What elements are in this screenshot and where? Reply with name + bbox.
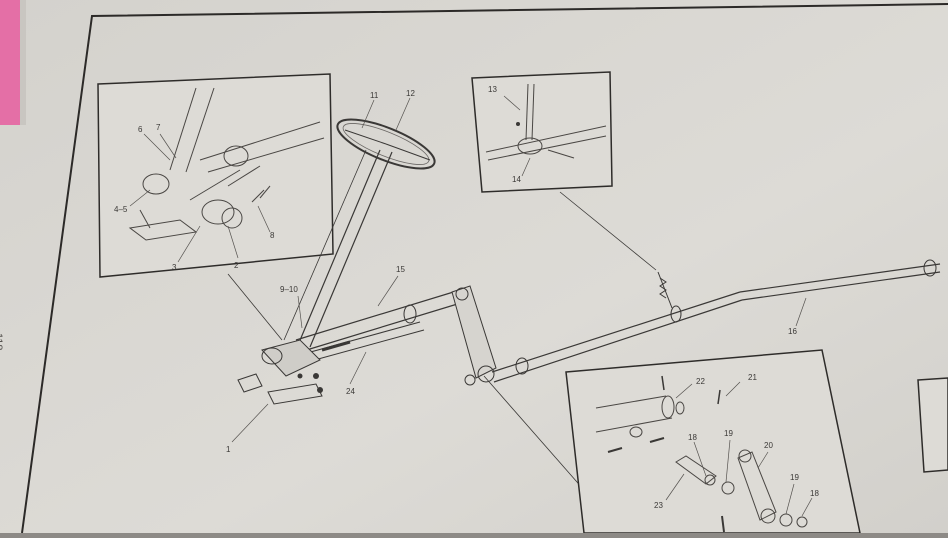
inset1-connector xyxy=(227,273,283,341)
callout-13: 13 xyxy=(488,85,497,94)
pink-tab-shadow xyxy=(20,0,26,125)
callout-11: 11 xyxy=(370,91,379,100)
callout-18a: 18 xyxy=(688,433,697,442)
page-number: 118 xyxy=(0,333,4,351)
callout-12: 12 xyxy=(406,89,415,98)
callout-15: 15 xyxy=(396,265,405,274)
callout-14: 14 xyxy=(512,175,521,184)
pink-index-tab xyxy=(0,0,20,125)
callout-23: 23 xyxy=(654,501,663,510)
pedal-assembly xyxy=(237,339,323,405)
callout-20: 20 xyxy=(764,441,773,450)
detail-inset-upper-left xyxy=(97,73,334,278)
callout-7: 7 xyxy=(156,123,161,132)
callout-4-5: 4–5 xyxy=(114,205,128,214)
inset2-connector xyxy=(559,191,657,271)
page-frame-border xyxy=(21,3,948,534)
bellcrank-arm xyxy=(451,285,497,386)
callout-16: 16 xyxy=(788,327,797,336)
callout-3: 3 xyxy=(172,263,177,272)
callout-19a: 19 xyxy=(724,429,733,438)
tie-rod-24 xyxy=(295,321,425,365)
inset3-connector xyxy=(483,375,585,491)
callout-9-10: 9–10 xyxy=(280,285,298,294)
long-push-rod-16 xyxy=(491,259,941,383)
drag-link-15 xyxy=(295,289,465,353)
callout-2: 2 xyxy=(234,261,239,270)
callout-21: 21 xyxy=(748,373,757,382)
callout-labels: 1 2 3 4–5 6 7 8 9–10 11 12 13 14 15 16 1… xyxy=(114,85,819,510)
callout-22: 22 xyxy=(696,377,705,386)
steering-wheel xyxy=(336,118,436,170)
callout-6: 6 xyxy=(138,125,143,134)
partial-inset-far-right xyxy=(917,377,948,473)
callout-8: 8 xyxy=(270,231,275,240)
steering-column xyxy=(283,149,393,348)
callout-24: 24 xyxy=(346,387,355,396)
callout-19b: 19 xyxy=(790,473,799,482)
detail-inset-upper-middle xyxy=(471,71,613,193)
callout-1: 1 xyxy=(226,445,231,454)
detail-inset-lower-right xyxy=(565,349,861,534)
callout-18b: 18 xyxy=(810,489,819,498)
